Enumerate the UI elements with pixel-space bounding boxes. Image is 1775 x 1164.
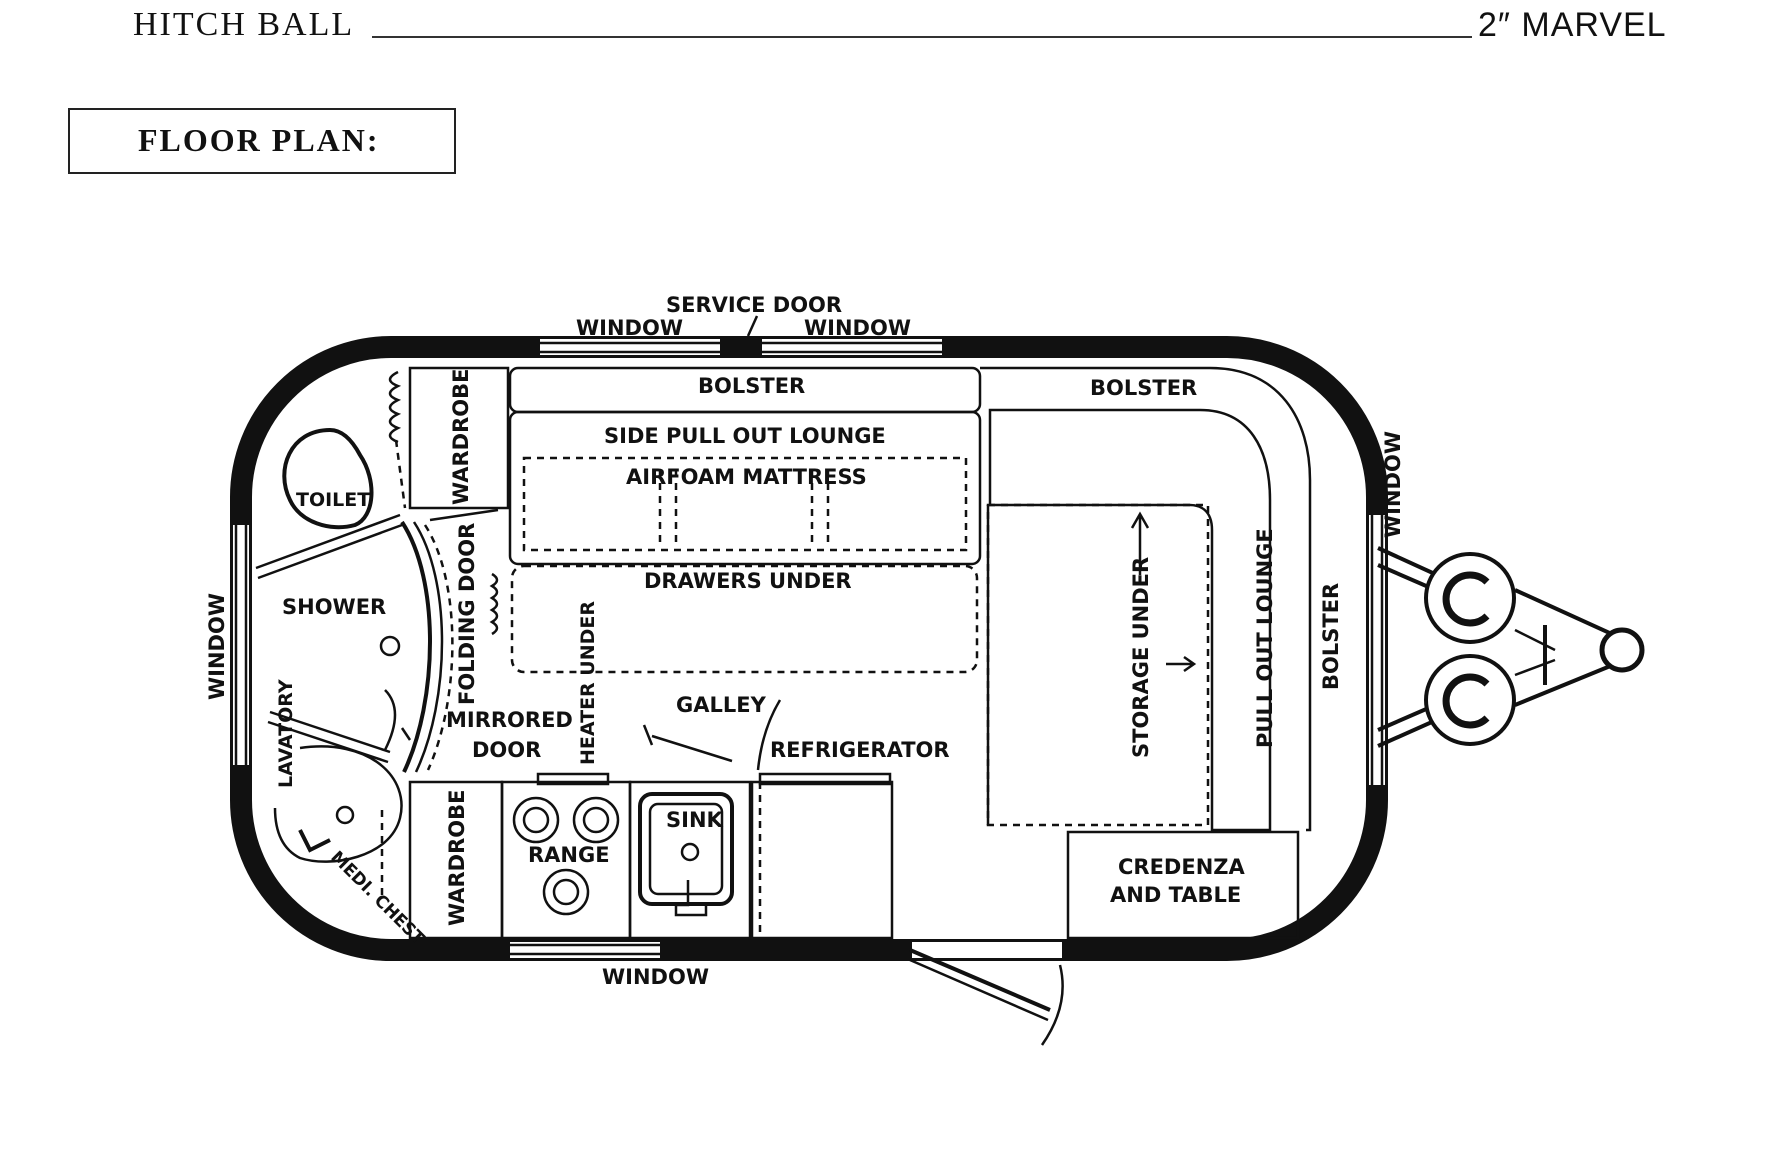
mirrored-door-swing — [383, 689, 397, 751]
label-wardrobe-top: WARDROBE — [449, 369, 473, 505]
floor-plan-title-box — [68, 108, 456, 174]
label-drawers-under: DRAWERS UNDER — [644, 569, 852, 593]
label-heater-under: HEATER UNDER — [577, 601, 599, 765]
label-wardrobe-bottom: WARDROBE — [445, 790, 469, 926]
label-service-door: SERVICE DOOR — [666, 293, 842, 317]
label-lavatory: LAVATORY — [275, 679, 297, 788]
side-pull-out-lounge — [508, 410, 982, 566]
range-burners — [512, 796, 620, 916]
floor-plan-title: FLOOR PLAN: — [138, 122, 380, 158]
accordion-curtain — [388, 370, 402, 444]
sink-counter — [628, 780, 752, 940]
label-window-top-left: WINDOW — [576, 316, 683, 340]
label-folding-door: FOLDING DOOR — [455, 523, 479, 705]
galley-pointer — [642, 724, 733, 763]
airfoam-mattress — [522, 456, 968, 552]
label-toilet: TOILET — [296, 489, 370, 511]
label-side-pull-out-lounge: SIDE PULL OUT LOUNGE — [604, 424, 886, 448]
leader-line — [372, 36, 1472, 38]
label-refrigerator: REFRIGERATOR — [770, 738, 950, 762]
label-airfoam-mattress: AIRFOAM MATTRESS — [626, 465, 867, 489]
label-window-left: WINDOW — [205, 593, 229, 700]
refrigerator — [750, 780, 894, 940]
label-credenza-1: CREDENZA — [1118, 855, 1246, 879]
label-bolster-top: BOLSTER — [698, 374, 805, 398]
label-window-bottom: WINDOW — [602, 965, 709, 989]
lavatory — [273, 745, 403, 863]
service-door-pointer — [746, 315, 759, 337]
label-pull-out-lounge: PULL OUT LOUNGE — [1253, 528, 1277, 748]
toilet — [282, 427, 374, 530]
hitch-ball-label: HITCH BALL — [133, 6, 355, 43]
label-credenza-2: AND TABLE — [1110, 883, 1241, 907]
pull-out-lounge — [988, 408, 1272, 832]
window-openings — [233, 339, 1385, 958]
label-galley: GALLEY — [676, 693, 767, 717]
label-range: RANGE — [528, 843, 610, 867]
label-mirrored-door-2: DOOR — [472, 738, 541, 762]
label-window-right: WINDOW — [1381, 431, 1405, 538]
label-sink: SINK — [666, 808, 724, 832]
hitch-assembly — [1377, 546, 1645, 748]
label-bolster-right: BOLSTER — [1319, 583, 1343, 690]
hitch-ball-value: 2″ MARVEL — [1478, 6, 1667, 44]
label-bolster-top-right: BOLSTER — [1090, 376, 1197, 400]
label-window-top-right: WINDOW — [804, 316, 911, 340]
label-mirrored-door-1: MIRRORED — [446, 708, 573, 732]
credenza-and-table — [1066, 830, 1300, 940]
bolster-top-right — [980, 366, 1312, 832]
entry-door — [909, 948, 1051, 1012]
label-shower: SHOWER — [282, 595, 386, 619]
drawers-under — [510, 564, 979, 674]
label-storage-under: STORAGE UNDER — [1129, 557, 1153, 758]
storage-under — [986, 503, 1210, 827]
wardrobe-top — [408, 366, 510, 510]
shower-drain — [379, 635, 401, 657]
folding-door — [400, 520, 432, 773]
